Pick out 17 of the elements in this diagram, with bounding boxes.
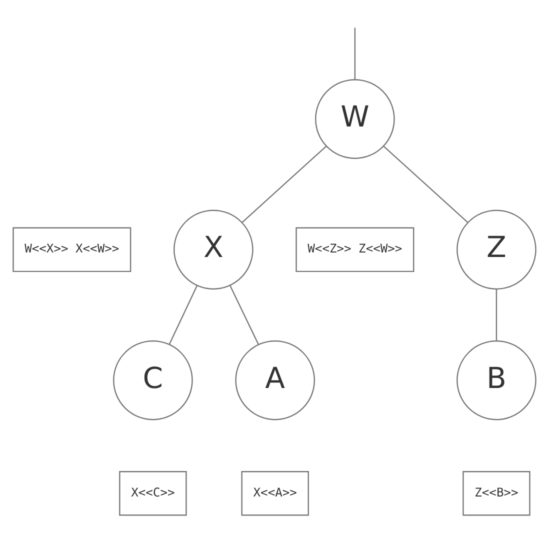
node-circle: A <box>235 340 316 420</box>
node-circle: X <box>174 209 254 290</box>
node-box: W<<Z>> Z<<W>> <box>296 226 414 272</box>
node-circle: C <box>113 340 193 420</box>
node-box: W<<X>> X<<W>> <box>12 226 132 272</box>
node-circle: Z <box>456 209 536 290</box>
node-box: Z<<B>> <box>462 470 530 516</box>
node-circle: W <box>315 78 395 158</box>
connector <box>230 284 259 344</box>
node-box: X<<A>> <box>241 470 309 516</box>
connector <box>383 145 468 222</box>
connector <box>496 288 498 340</box>
connector <box>168 284 198 344</box>
connector <box>354 27 356 80</box>
connector <box>242 145 327 222</box>
node-circle: B <box>456 340 536 420</box>
node-box: X<<C>> <box>119 470 187 516</box>
